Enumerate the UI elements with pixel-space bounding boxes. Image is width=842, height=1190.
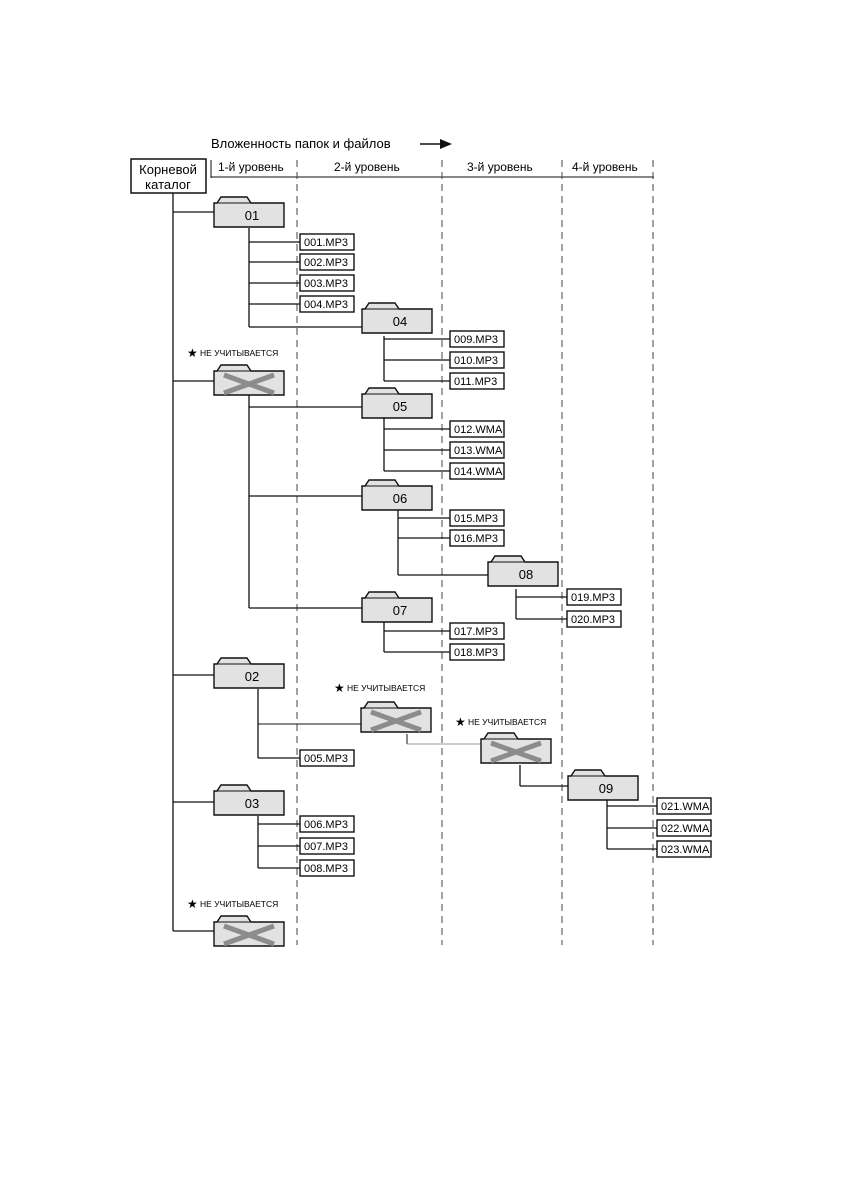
level-separators: [296, 160, 654, 945]
folder-icon-02: 02: [213, 657, 285, 689]
arrow-right-icon: [420, 139, 452, 149]
folder-label: 02: [245, 669, 259, 684]
tree-connectors: [172, 193, 657, 932]
folder-icon-01: 01: [213, 196, 285, 228]
folder-icon-08: 08: [487, 555, 559, 587]
file-name: 016.MP3: [454, 533, 498, 545]
file-item: 008.MP3: [299, 859, 355, 877]
file-item: 004.MP3: [299, 295, 355, 313]
ignored-folder-icon: [360, 701, 432, 733]
file-item: 020.MP3: [566, 610, 622, 628]
not-counted-note: НЕ УЧИТЫВАЕТСЯ: [347, 683, 425, 693]
file-name: 014.WMA: [454, 466, 503, 478]
file-item: 011.MP3: [449, 372, 505, 390]
file-name: 004.MP3: [304, 299, 348, 311]
file-item: 002.MP3: [299, 253, 355, 271]
file-name: 009.MP3: [454, 334, 498, 346]
file-item: 012.WMA: [449, 420, 505, 438]
file-name: 010.MP3: [454, 355, 498, 367]
file-name: 015.MP3: [454, 513, 498, 525]
file-item: 019.MP3: [566, 588, 622, 606]
folder-label: 08: [519, 567, 533, 582]
level-label-4: 4-й уровень: [572, 160, 638, 174]
file-item: 018.MP3: [449, 643, 505, 661]
folder-label: 04: [393, 314, 407, 329]
star-icon: ★: [455, 715, 466, 729]
folder-icon-04: 04: [361, 302, 433, 334]
file-name: 017.MP3: [454, 626, 498, 638]
folder-label: 07: [393, 603, 407, 618]
ignored-folder-icon: [213, 364, 285, 396]
folder-label: 05: [393, 399, 407, 414]
file-item: 017.MP3: [449, 622, 505, 640]
file-name: 020.MP3: [571, 614, 615, 626]
level-label-3: 3-й уровень: [467, 160, 533, 174]
level-label-1: 1-й уровень: [218, 160, 284, 174]
file-item: 009.MP3: [449, 330, 505, 348]
file-item: 014.WMA: [449, 462, 505, 480]
file-name: 019.MP3: [571, 592, 615, 604]
file-name: 023.WMA: [661, 844, 710, 856]
file-name: 021.WMA: [661, 801, 710, 813]
folder-label: 09: [599, 781, 613, 796]
file-name: 022.WMA: [661, 823, 710, 835]
folder-label: 03: [245, 796, 259, 811]
file-item: 013.WMA: [449, 441, 505, 459]
root-line1: Корневой: [139, 162, 197, 177]
folder-label: 06: [393, 491, 407, 506]
not-counted-note: НЕ УЧИТЫВАЕТСЯ: [200, 348, 278, 358]
level-label-2: 2-й уровень: [334, 160, 400, 174]
folder-icon-03: 03: [213, 784, 285, 816]
not-counted-note: НЕ УЧИТЫВАЕТСЯ: [200, 899, 278, 909]
file-name: 013.WMA: [454, 445, 503, 457]
file-name: 001.MP3: [304, 237, 348, 249]
root-catalog: Корневой каталог: [130, 158, 207, 194]
ignored-folder-icon: [480, 732, 552, 764]
file-name: 007.MP3: [304, 841, 348, 853]
file-name: 008.MP3: [304, 863, 348, 875]
folder-icon-09: 09: [567, 769, 639, 801]
file-item: 016.MP3: [449, 529, 505, 547]
file-item: 015.MP3: [449, 509, 505, 527]
file-item: 007.MP3: [299, 837, 355, 855]
file-item: 001.MP3: [299, 233, 355, 251]
folder-label: 01: [245, 208, 259, 223]
file-name: 005.MP3: [304, 753, 348, 765]
file-name: 006.MP3: [304, 819, 348, 831]
file-name: 003.MP3: [304, 278, 348, 290]
file-name: 011.MP3: [454, 376, 497, 388]
file-name: 018.MP3: [454, 647, 498, 659]
file-item: 010.MP3: [449, 351, 505, 369]
file-item: 022.WMA: [656, 819, 712, 837]
ignored-folder-icon: [213, 915, 285, 947]
file-name: 002.MP3: [304, 257, 348, 269]
file-item: 023.WMA: [656, 840, 712, 858]
root-line2: каталог: [145, 177, 191, 192]
star-icon: ★: [187, 897, 198, 911]
file-item: 006.MP3: [299, 815, 355, 833]
folder-icon-07: 07: [361, 591, 433, 623]
file-name: 012.WMA: [454, 424, 503, 436]
file-item: 005.MP3: [299, 749, 355, 767]
star-icon: ★: [334, 681, 345, 695]
folder-icon-05: 05: [361, 387, 433, 419]
not-counted-note: НЕ УЧИТЫВАЕТСЯ: [468, 717, 546, 727]
file-item: 003.MP3: [299, 274, 355, 292]
star-icon: ★: [187, 346, 198, 360]
file-item: 021.WMA: [656, 797, 712, 815]
folder-icon-06: 06: [361, 479, 433, 511]
header-title: Вложенность папок и файлов: [211, 136, 391, 151]
